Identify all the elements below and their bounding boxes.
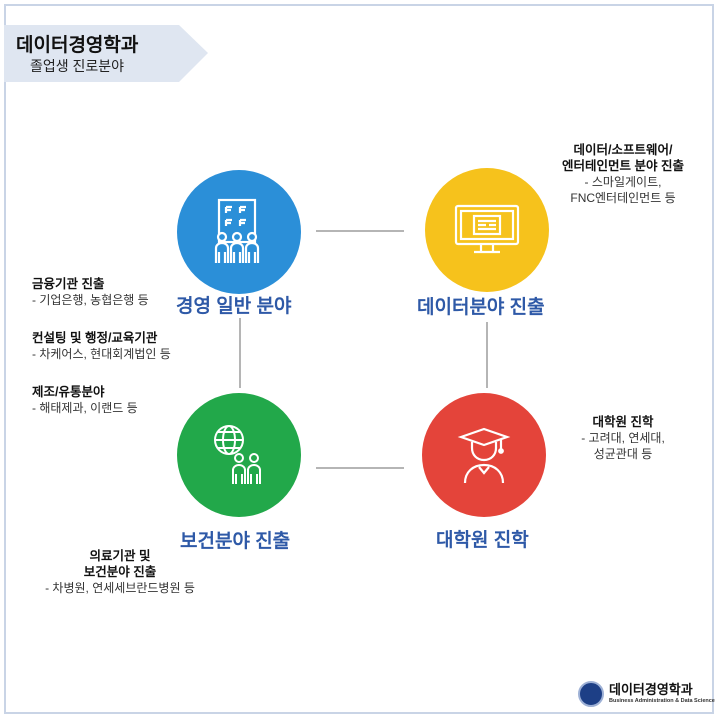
health-note-heading-1: 의료기관 및	[89, 549, 151, 563]
data-label: 데이터분야 진출	[417, 297, 545, 318]
finance-note-heading: 금융기관 진출	[32, 277, 105, 291]
university-seal-icon	[578, 681, 604, 707]
data-circle	[425, 168, 549, 292]
logo-name: 데이터경영학과	[609, 682, 693, 697]
graduate-cap-icon	[457, 427, 511, 484]
data-note-detail-2: FNC엔터테인먼트 등	[570, 191, 676, 205]
grad-note-heading: 대학원 진학	[592, 415, 654, 429]
finance-note-detail: - 기업은행, 농협은행 등	[32, 293, 149, 307]
globe-people-icon	[214, 425, 261, 484]
consulting-note-heading: 컨설팅 및 행정/교육기관	[32, 331, 158, 345]
page-frame	[4, 4, 714, 714]
department-logo: 데이터경영학과 Business Administration & Data S…	[578, 681, 715, 707]
logo-english: Business Administration & Data Science	[609, 698, 715, 704]
management-circle	[177, 170, 301, 294]
data-note-detail-1: - 스마일게이트,	[584, 175, 662, 189]
consulting-note-detail: - 차케어스, 현대회계법인 등	[32, 347, 171, 361]
finance-note: 금융기관 진출 - 기업은행, 농협은행 등	[32, 276, 149, 308]
grad-note: 대학원 진학 - 고려대, 연세대, 성균관대 등	[570, 414, 676, 462]
connector-bottom	[316, 467, 404, 469]
manufacturing-note: 제조/유통분야 - 해태제과, 이랜드 등	[32, 384, 138, 416]
connector-top	[316, 230, 404, 232]
header-title: 데이터경영학과	[16, 35, 139, 56]
header-subtitle: 졸업생 진로분야	[30, 58, 125, 74]
management-label: 경영 일반 분야	[176, 296, 292, 317]
health-note-heading-2: 보건분야 진출	[83, 565, 157, 579]
consulting-note: 컨설팅 및 행정/교육기관 - 차케어스, 현대회계법인 등	[32, 330, 171, 362]
connector-left	[239, 318, 241, 388]
connector-right	[486, 322, 488, 388]
health-label: 보건분야 진출	[180, 531, 291, 552]
grad-circle	[422, 393, 546, 517]
health-note: 의료기관 및 보건분야 진출 - 차병원, 연세세브란드병원 등	[30, 548, 210, 596]
data-note: 데이터/소프트웨어/ 엔터테인먼트 분야 진출 - 스마일게이트, FNC엔터테…	[548, 142, 698, 206]
grad-note-detail-1: - 고려대, 연세대,	[581, 431, 665, 445]
data-note-heading-1: 데이터/소프트웨어/	[573, 143, 673, 157]
data-note-heading-2: 엔터테인먼트 분야 진출	[562, 159, 684, 173]
grad-label: 대학원 진학	[436, 530, 529, 551]
health-circle	[177, 393, 301, 517]
logo-text: 데이터경영학과 Business Administration & Data S…	[609, 683, 715, 705]
manufacturing-note-detail: - 해태제과, 이랜드 등	[32, 401, 138, 415]
grad-note-detail-2: 성균관대 등	[593, 447, 653, 461]
office-building-people-icon	[214, 198, 260, 263]
header-banner	[4, 25, 208, 82]
health-note-detail: - 차병원, 연세세브란드병원 등	[45, 581, 195, 595]
computer-monitor-icon	[454, 204, 520, 254]
manufacturing-note-heading: 제조/유통분야	[32, 385, 105, 399]
